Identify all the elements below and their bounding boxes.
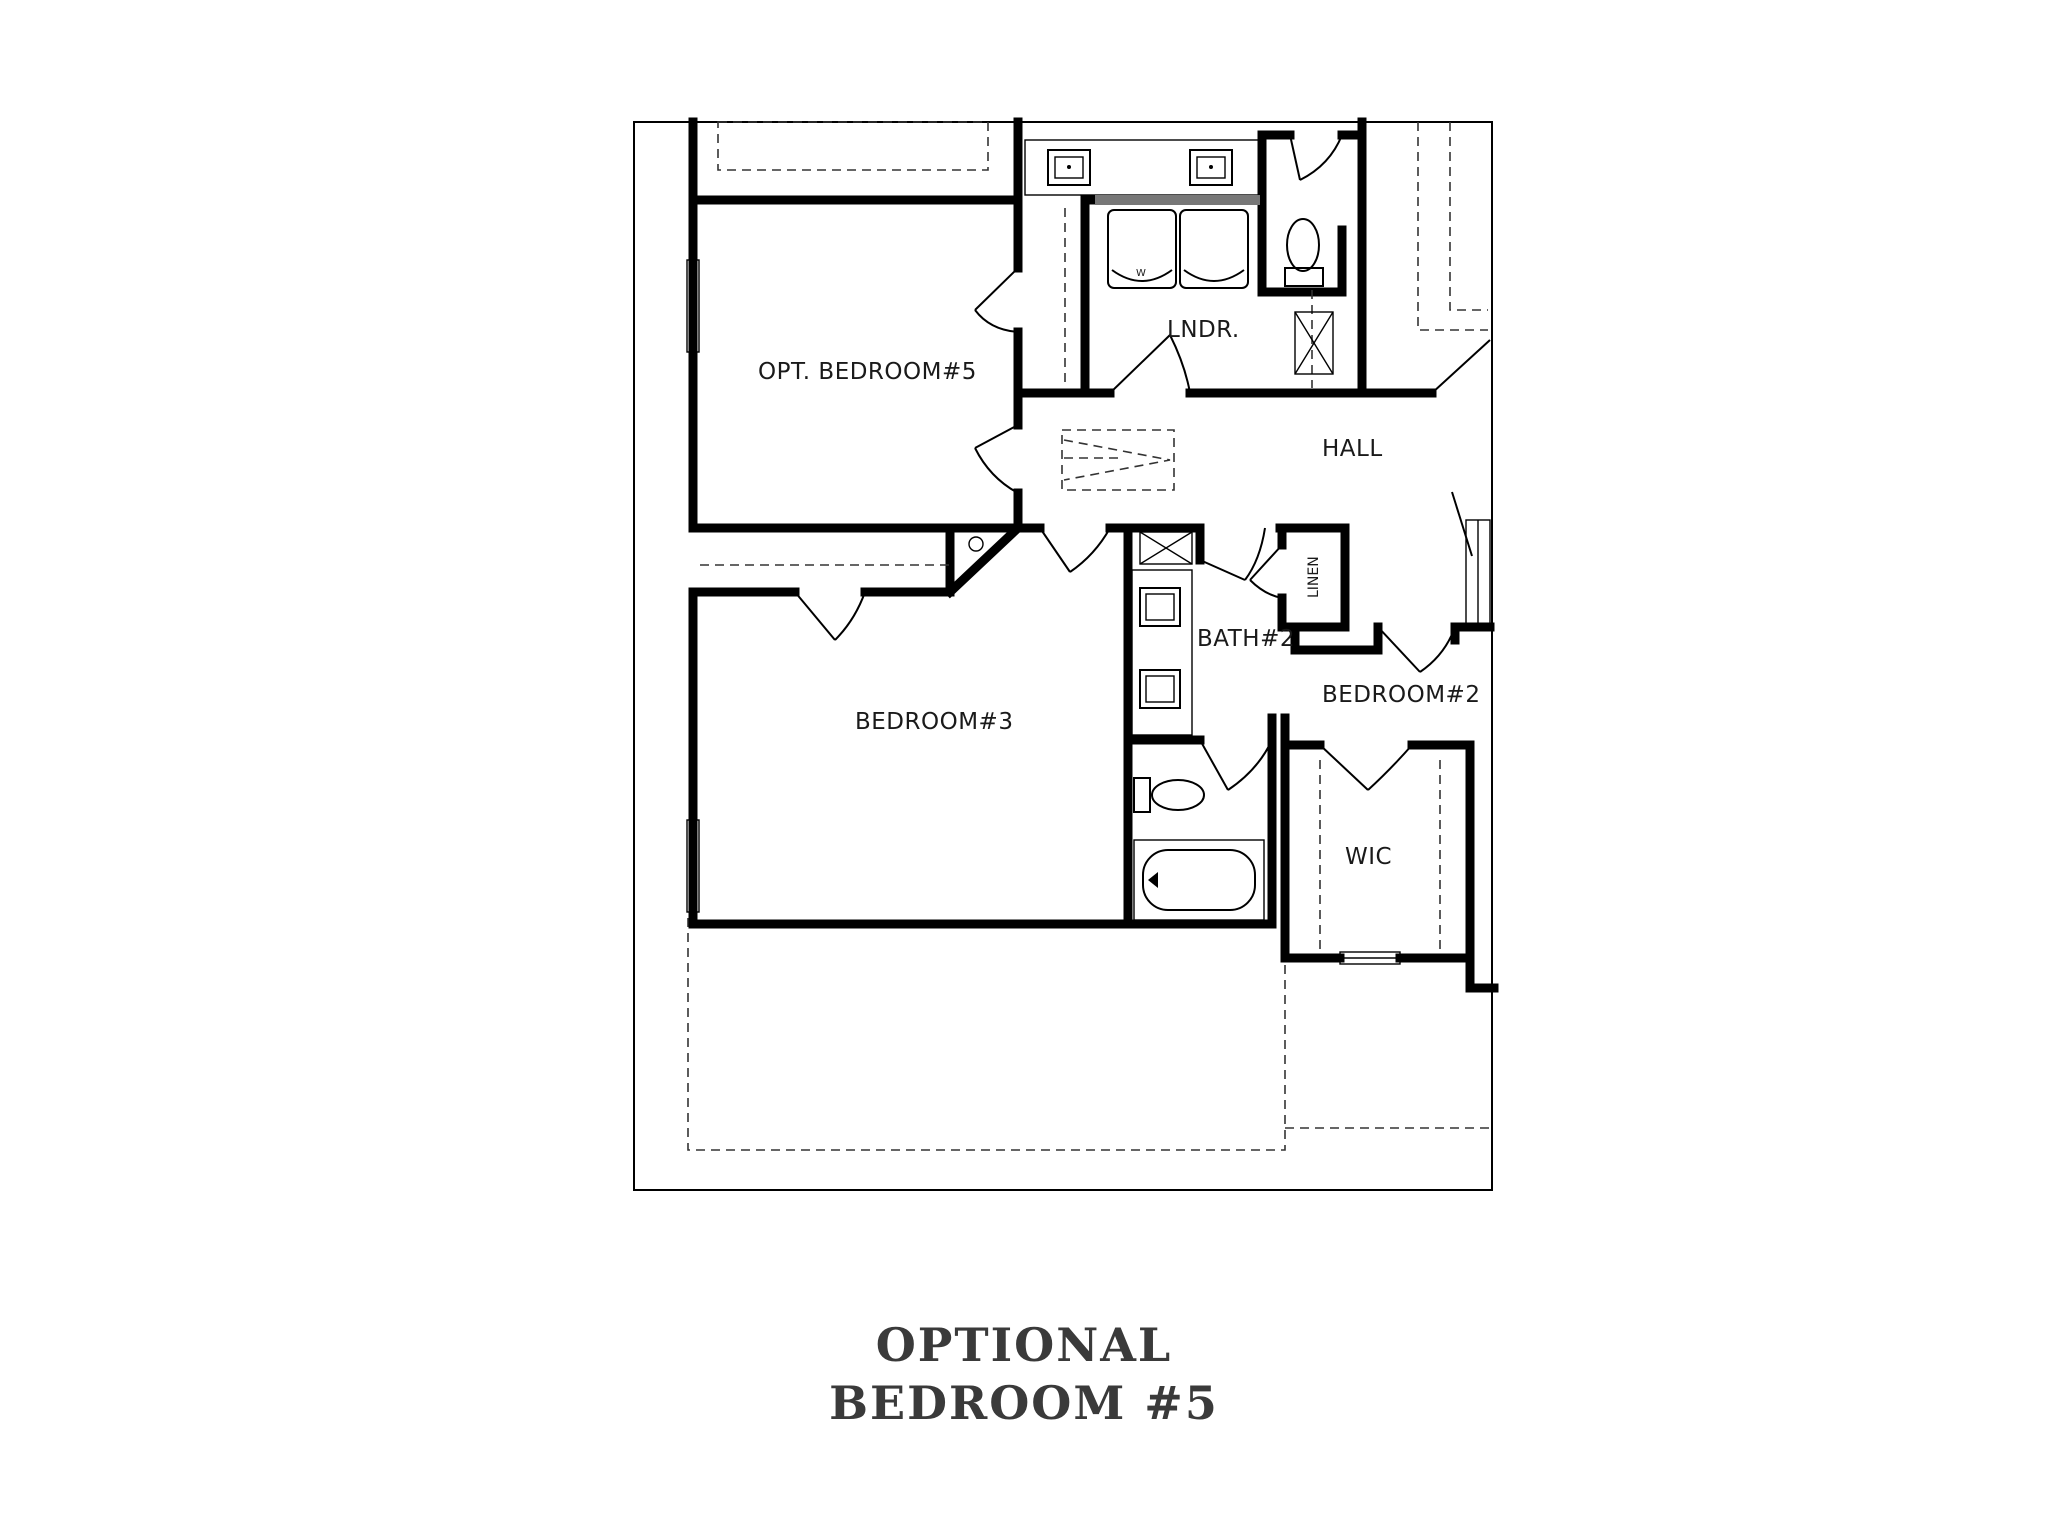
windows [686, 259, 1491, 965]
washer-mark: W [1136, 268, 1146, 279]
doors [794, 134, 1491, 791]
dashed-outlines [687, 121, 1490, 1151]
hall-label: HALL [1322, 436, 1383, 462]
laundry-label: LNDR. [1167, 317, 1240, 343]
wic-label: WIC [1345, 844, 1392, 870]
opt-bedroom5-label: OPT. BEDROOM#5 [758, 359, 977, 385]
bedroom2-label: BEDROOM#2 [1322, 682, 1480, 708]
plan-border [633, 121, 1493, 1191]
toilet-upper [1284, 218, 1334, 375]
bath-fixtures [968, 531, 1265, 921]
bedroom3-label: BEDROOM#3 [855, 709, 1013, 735]
bath2-label: BATH#2 [1197, 626, 1295, 652]
room-labels: OPT. BEDROOM#5 LNDR. HALL LINEN BATH#2 B… [758, 317, 1480, 870]
linen-label: LINEN [1306, 556, 1322, 598]
caption-line2: BEDROOM #5 [829, 1376, 1219, 1430]
closet-shelves [700, 208, 1441, 950]
washer-dryer: W [1107, 209, 1249, 289]
vanity-top [1024, 139, 1261, 205]
caption-line1: OPTIONAL [875, 1318, 1173, 1372]
walls [688, 117, 1499, 993]
